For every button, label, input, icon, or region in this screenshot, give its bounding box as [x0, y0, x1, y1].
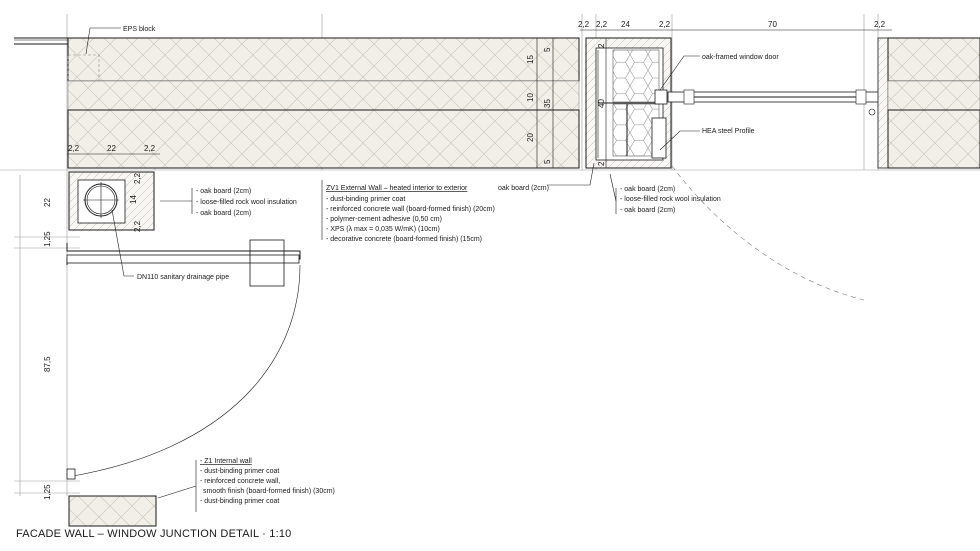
svg-text:- dust-binding primer coat: - dust-binding primer coat [326, 196, 405, 203]
svg-text:- loose-filled rock wool insul: - loose-filled rock wool insulation [620, 196, 721, 203]
svg-text:- dust-binding primer coat: - dust-binding primer coat [200, 468, 279, 475]
svg-text:2,2: 2,2 [596, 20, 608, 29]
external-wall-right [877, 37, 980, 169]
oak-board-label: oak board (2cm) [498, 185, 549, 192]
svg-text:40: 40 [597, 99, 606, 108]
drawing-title: FACADE WALL – WINDOW JUNCTION DETAIL · 1… [16, 528, 292, 540]
hea-steel-profile [651, 117, 667, 159]
svg-text:2,2: 2,2 [144, 144, 156, 153]
svg-text:- dust-binding primer coat: - dust-binding primer coat [200, 498, 279, 505]
svg-text:22: 22 [107, 144, 116, 153]
z1-legend: - Z1 Internal wall - dust-binding primer… [200, 458, 335, 505]
svg-text:2,2: 2,2 [68, 144, 80, 153]
svg-text:5: 5 [543, 159, 552, 164]
svg-text:2,2: 2,2 [578, 20, 590, 29]
window-door-label: oak-framed window door [702, 54, 779, 61]
eps-block [67, 54, 100, 82]
drainage-pipe-label: DN110 sanitary drainage pipe [137, 274, 229, 281]
window-door-leaf [667, 89, 881, 116]
rock-wool-fill [612, 49, 660, 103]
external-wall-left [14, 37, 580, 169]
svg-text:- polymer-cement adhesive (0,5: - polymer-cement adhesive (0,50 cm) [326, 216, 442, 223]
decorative-concrete-layer [67, 37, 580, 82]
svg-text:14: 14 [129, 195, 138, 204]
svg-text:2: 2 [597, 43, 606, 48]
window-box-legend: - oak board (2cm) - loose-filled rock wo… [620, 186, 721, 214]
svg-text:1,25: 1,25 [43, 484, 52, 500]
pipe-box-legend: - oak board (2cm) - loose-filled rock wo… [196, 188, 297, 217]
concrete-wall-layer [67, 109, 580, 169]
door-swing-arc [671, 165, 865, 301]
top-dimension-string: 2,2 2,2 24 2,2 70 2,2 [578, 20, 892, 31]
rock-wool-fill-lower [612, 103, 660, 157]
svg-text:1,25: 1,25 [43, 231, 52, 247]
leader-lines [85, 27, 700, 512]
frame-side-dimensions: 2 40 2 [597, 38, 607, 168]
left-column-dimensions: 22 1,25 87,5 1,25 [43, 198, 52, 500]
svg-text:- oak board (2cm): - oak board (2cm) [196, 210, 251, 217]
svg-text:24: 24 [621, 20, 630, 29]
internal-wall-z1 [68, 495, 157, 527]
zv1-legend: ZV1 External Wall – heated interior to e… [326, 185, 495, 243]
xps-insulation-layer [67, 80, 580, 111]
svg-text:20: 20 [526, 133, 535, 142]
svg-text:- oak board (2cm): - oak board (2cm) [620, 207, 675, 214]
svg-text:- oak board (2cm): - oak board (2cm) [620, 186, 675, 193]
pipe-row-dimensions: 2,2 22 2,2 14 2,2 2,2 [67, 144, 160, 232]
svg-text:2,2: 2,2 [874, 20, 886, 29]
pipe-enclosure [68, 171, 155, 231]
wall-layer-dimensions: 5 15 10 35 20 5 [526, 38, 554, 168]
svg-text:- XPS (λ max = 0,035 W/mK) (10: - XPS (λ max = 0,035 W/mK) (10cm) [326, 226, 440, 233]
hea-profile-label: HEA steel Profile [702, 128, 755, 135]
svg-text:22: 22 [43, 198, 52, 207]
svg-text:2: 2 [597, 161, 606, 166]
svg-text:- oak board (2cm): - oak board (2cm) [196, 188, 251, 195]
interior-door [66, 239, 301, 480]
svg-text:- Z1 Internal wall: - Z1 Internal wall [200, 458, 252, 465]
svg-text:- reinforced concrete wall,: - reinforced concrete wall, [200, 478, 280, 485]
svg-text:5: 5 [543, 47, 552, 52]
eps-block-label: EPS block [123, 26, 156, 33]
svg-text:2,2: 2,2 [133, 220, 142, 232]
svg-text:87,5: 87,5 [43, 356, 52, 372]
svg-text:70: 70 [768, 20, 777, 29]
window-frame [585, 37, 672, 169]
svg-text:- loose-filled rock wool insul: - loose-filled rock wool insulation [196, 199, 297, 206]
svg-text:smooth finish (board-formed fi: smooth finish (board-formed finish) (30c… [203, 488, 335, 495]
svg-text:- decorative concrete (board-f: - decorative concrete (board-formed fini… [326, 236, 482, 243]
svg-text:2,2: 2,2 [133, 172, 142, 184]
svg-text:35: 35 [543, 99, 552, 108]
svg-text:15: 15 [526, 55, 535, 64]
svg-text:ZV1 External Wall – heated int: ZV1 External Wall – heated interior to e… [326, 185, 468, 192]
svg-text:2,2: 2,2 [659, 20, 671, 29]
svg-text:10: 10 [526, 93, 535, 102]
svg-text:- reinforced concrete wall (bo: - reinforced concrete wall (board-formed… [326, 206, 495, 213]
